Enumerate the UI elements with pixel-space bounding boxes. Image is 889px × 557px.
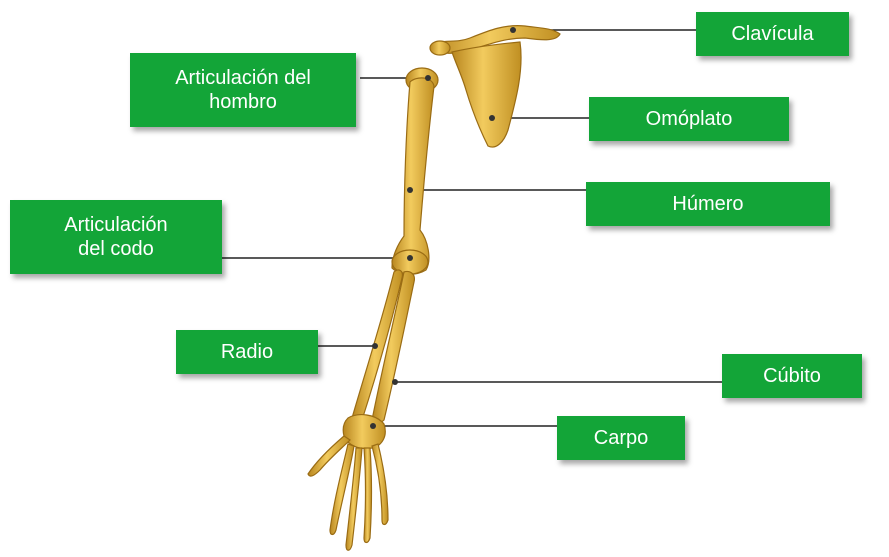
- label-articulacion-hombro-text: Articulación del hombro: [175, 66, 311, 114]
- dot-clavicula: [510, 27, 516, 33]
- label-articulacion-codo-text: Articulación del codo: [64, 213, 167, 261]
- dot-radio: [372, 343, 378, 349]
- label-articulacion-codo: Articulación del codo: [10, 200, 222, 274]
- label-cubito: Cúbito: [722, 354, 862, 398]
- label-omoplato: Omóplato: [589, 97, 789, 141]
- finger-ring-bones: [364, 448, 372, 543]
- dot-carpo: [370, 423, 376, 429]
- label-radio-text: Radio: [221, 340, 273, 364]
- label-clavicula: Clavícula: [696, 12, 849, 56]
- dot-codo: [407, 255, 413, 261]
- label-radio: Radio: [176, 330, 318, 374]
- dot-cubito: [392, 379, 398, 385]
- acromion: [430, 41, 450, 55]
- label-humero-text: Húmero: [672, 192, 743, 216]
- carpus-bones: [343, 415, 385, 449]
- label-carpo-text: Carpo: [594, 426, 648, 450]
- humerus-bone: [392, 78, 434, 274]
- label-omoplato-text: Omóplato: [646, 107, 733, 131]
- dot-humero: [407, 187, 413, 193]
- label-carpo: Carpo: [557, 416, 685, 460]
- label-humero: Húmero: [586, 182, 830, 226]
- scapula-bone: [452, 42, 521, 147]
- finger-little-bones: [372, 444, 388, 525]
- label-articulacion-hombro: Articulación del hombro: [130, 53, 356, 127]
- label-cubito-text: Cúbito: [763, 364, 821, 388]
- dot-omoplato: [489, 115, 495, 121]
- dot-hombro: [425, 75, 431, 81]
- label-clavicula-text: Clavícula: [731, 22, 813, 46]
